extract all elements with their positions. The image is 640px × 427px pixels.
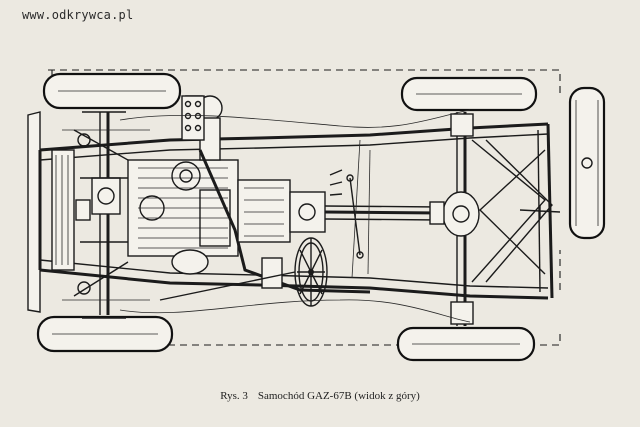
gearbox	[237, 179, 326, 289]
wheel-front-left	[42, 72, 182, 110]
figure-number: Rys. 3	[220, 390, 248, 402]
wheel-rear-right	[396, 326, 536, 362]
figure-title: Samochód GAZ-67B (widok z góry)	[257, 390, 420, 402]
front-suspension	[73, 129, 129, 297]
wheel-rear-left	[400, 76, 538, 112]
brake-lines	[119, 109, 471, 323]
battery-box	[181, 95, 205, 141]
rear-cross-bracing	[471, 139, 553, 283]
radiator	[51, 149, 75, 271]
rear-axle	[442, 112, 480, 326]
watermark-text: www.odkrywca.pl	[22, 8, 134, 22]
spare-wheel	[568, 86, 606, 240]
pedals	[329, 169, 364, 259]
front-axle	[62, 111, 150, 319]
wheel-front-right	[36, 315, 174, 353]
figure-caption: Rys. 3 Samochód GAZ-67B (widok z góry)	[0, 390, 640, 402]
propeller-shaft	[324, 201, 561, 225]
engine-block	[127, 159, 239, 257]
front-bumper	[27, 111, 41, 313]
exhaust-pipe	[171, 149, 371, 294]
